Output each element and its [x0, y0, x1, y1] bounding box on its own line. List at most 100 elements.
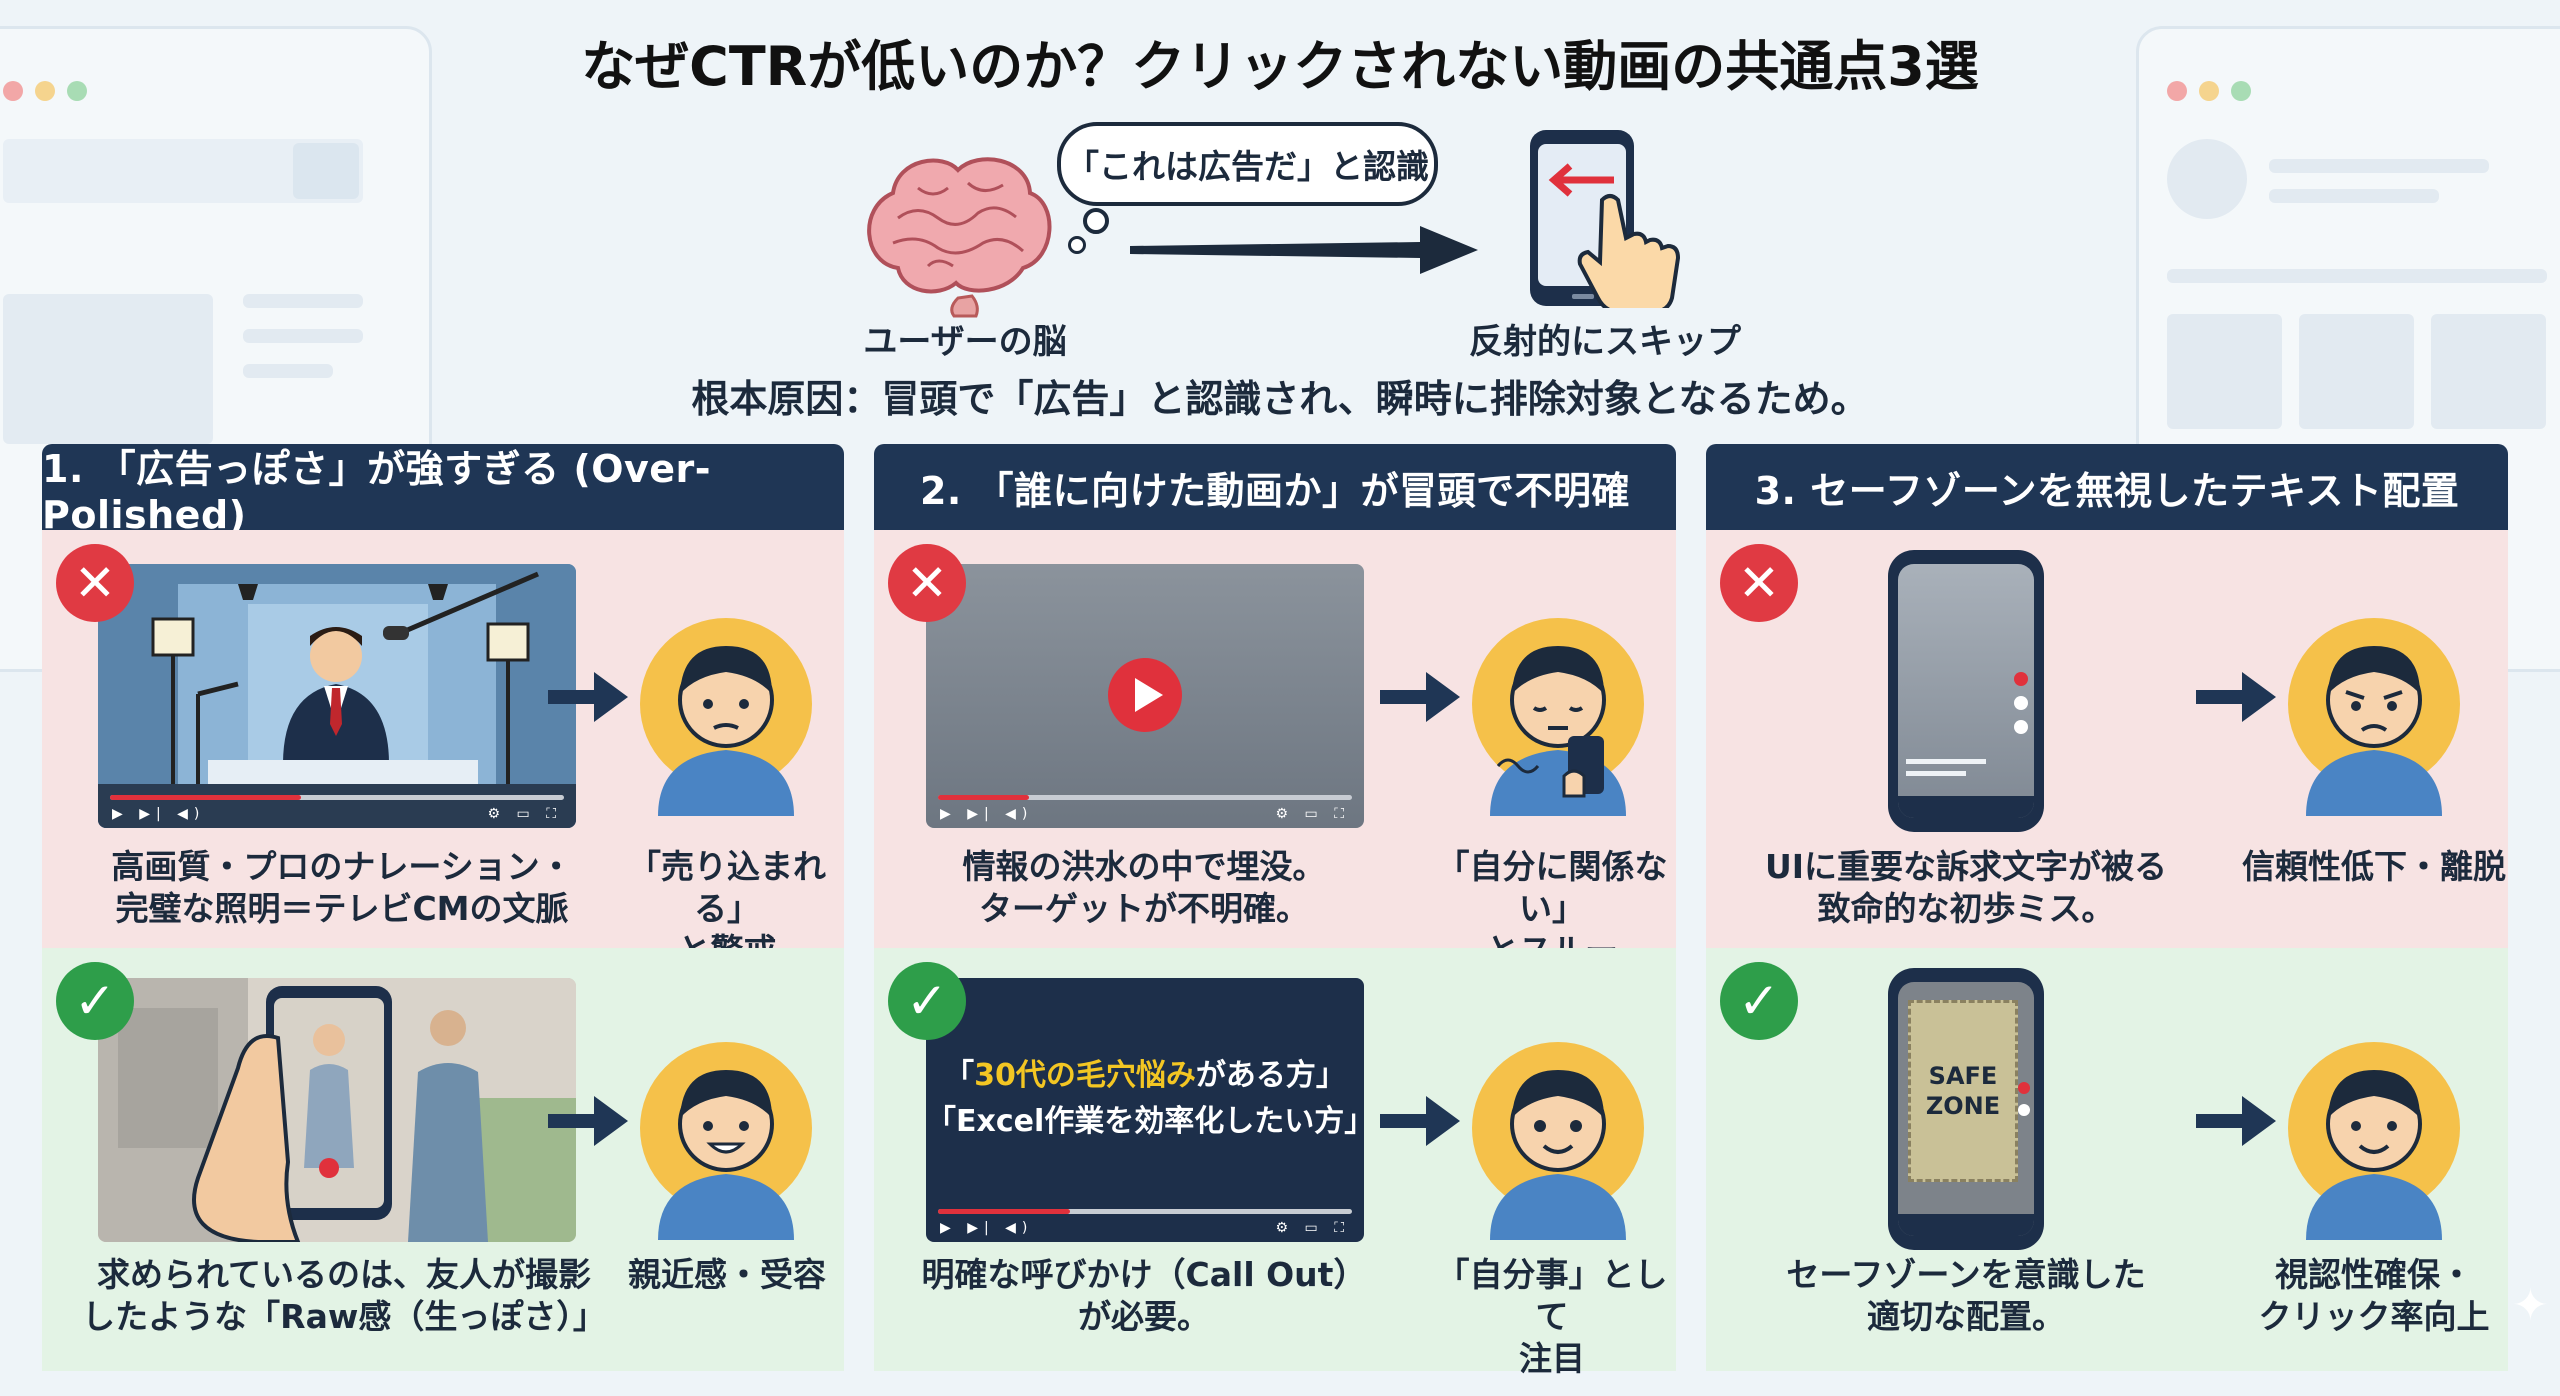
- result-arrow-icon: [2196, 1096, 2276, 1146]
- window-dot-yellow: [2199, 81, 2219, 101]
- smiling-person-icon: [640, 1042, 812, 1240]
- bad-x-icon: ✕: [1720, 544, 1798, 622]
- ghost-video-thumb: [3, 294, 213, 444]
- play-triangle: [1135, 678, 1163, 712]
- phone-screen: [1898, 564, 2034, 818]
- video-play-controls[interactable]: ▶ ▶| ◀): [940, 806, 1034, 822]
- ghost-search-icon: [293, 143, 359, 199]
- bubble-tail-dot: [1083, 208, 1109, 234]
- video-settings-controls[interactable]: ⚙ ▭ ⛶: [487, 806, 562, 822]
- bored-person-phone-icon: [1472, 618, 1644, 816]
- result-arrow-icon: [1380, 1096, 1460, 1146]
- satisfied-person-icon: [2288, 1042, 2460, 1240]
- ghost-text-line: [2269, 159, 2489, 173]
- bubble-tail-dot: [1068, 236, 1086, 254]
- play-button-icon[interactable]: [1108, 658, 1182, 732]
- good-description: 明確な呼びかけ（Call Out） が必要。: [921, 1255, 1367, 1336]
- ghost-text-line: [2269, 189, 2439, 203]
- bad-description: 高画質・プロのナレーション・ 完璧な照明＝テレビCMの文脈: [111, 847, 573, 928]
- column-unclear-target: 2. 「誰に向けた動画か」が冒頭で不明確 ▶ ▶| ◀) ⚙ ▭ ⛶ ✕ 情報の…: [874, 444, 1676, 1378]
- skip-caption: 反射的にスキップ: [1469, 322, 1741, 362]
- ui-nav-bar[interactable]: [1898, 796, 2034, 818]
- video-settings-controls[interactable]: ⚙ ▭ ⛶: [1275, 1220, 1350, 1236]
- result-arrow-icon: [548, 1096, 628, 1146]
- flow-arrow-icon: [1130, 226, 1478, 274]
- phone-safe-zone-mockup: SAFE ZONE: [1888, 968, 2044, 1250]
- call-out-open-bracket: 「: [944, 1058, 975, 1093]
- wary-person-icon: [640, 618, 812, 816]
- speech-bubble: 「これは広告だ」と認識: [1057, 122, 1438, 206]
- call-out-video-thumbnail: 「30代の毛穴悩みがある方」 「Excel作業を効率化したい方」 ▶ ▶| ◀)…: [926, 978, 1364, 1242]
- phone-swipe-icon: [1530, 130, 1681, 308]
- sparkle-icon: ✦: [2512, 1280, 2549, 1331]
- column-heading: 1. 「広告っぽさ」が強すぎる (Over-Polished): [42, 444, 844, 537]
- bad-example-panel: ▶ ▶| ◀) ⚙ ▭ ⛶ ✕ 高画質・プロのナレーション・ 完璧な照明＝テレビ…: [42, 530, 844, 970]
- ui-caption-line: [1906, 771, 1966, 776]
- ui-caption-line: [1906, 759, 1986, 764]
- video-play-controls[interactable]: ▶ ▶| ◀): [112, 806, 206, 822]
- studio-scene-illustration: [98, 564, 576, 828]
- ghost-text-line: [243, 329, 363, 343]
- call-out-rest: がある方」: [1195, 1058, 1346, 1093]
- ui-share-icon[interactable]: [2014, 720, 2028, 734]
- phone-screen: SAFE ZONE: [1898, 982, 2034, 1236]
- good-result: 親近感・受容: [628, 1255, 826, 1294]
- brain-caption: ユーザーの脳: [863, 322, 1067, 362]
- good-check-icon: ✓: [888, 962, 966, 1040]
- video-progress-fill: [938, 795, 1030, 800]
- bad-x-icon: ✕: [56, 544, 134, 622]
- video-progress-fill: [110, 795, 301, 800]
- column-heading: 2. 「誰に向けた動画か」が冒頭で不明確: [874, 444, 1676, 530]
- window-dot-red: [3, 81, 23, 101]
- ghost-text-line: [243, 294, 363, 308]
- call-out-highlight: 30代の毛穴悩み: [974, 1058, 1196, 1093]
- window-dot-yellow: [35, 81, 55, 101]
- video-settings-controls[interactable]: ⚙ ▭ ⛶: [1275, 806, 1350, 822]
- good-example-panel: ✓ 求められているのは、友人が撮影 したような「Raw感（生っぽさ）」 親近感・…: [42, 948, 844, 1371]
- selfie-scene-illustration: [98, 978, 576, 1242]
- good-example-panel: SAFE ZONE ✓ セーフゾーンを意識した 適切な配置。 視認性確保・ クリ…: [1706, 948, 2508, 1371]
- frowning-person-icon: [2288, 618, 2460, 816]
- root-cause-statement: 根本原因：冒頭で「広告」と認識され、瞬時に排除対象となるため。: [691, 377, 1869, 421]
- bad-description: UIに重要な訴求文字が被る 致命的な初歩ミス。: [1764, 847, 2168, 928]
- bad-result: 信頼性低下・離脱: [2242, 847, 2506, 886]
- brain-icon: [867, 157, 1052, 318]
- good-result: 「自分事」として 注目: [1436, 1255, 1668, 1378]
- bad-example-panel: ▶ ▶| ◀) ⚙ ▭ ⛶ ✕ 情報の洪水の中で埋没。 ターゲットが不明確。 「…: [874, 530, 1676, 970]
- ui-like-icon[interactable]: [2018, 1082, 2030, 1094]
- ui-comment-icon[interactable]: [2018, 1104, 2030, 1116]
- ui-comment-icon[interactable]: [2014, 696, 2028, 710]
- ghost-card: [2299, 314, 2414, 429]
- bad-x-icon: ✕: [888, 544, 966, 622]
- good-description: 求められているのは、友人が撮影 したような「Raw感（生っぽさ）」: [82, 1255, 606, 1336]
- phone-ui-overlap-mockup: [1888, 550, 2044, 832]
- ghost-text-line: [243, 364, 333, 378]
- column-safe-zone: 3. セーフゾーンを無視したテキスト配置 ✕ UIに重要な訴求文字が被る 致命的…: [1706, 444, 2508, 1371]
- call-out-line-2: 「Excel作業を効率化したい方」: [926, 1104, 1364, 1139]
- good-check-icon: ✓: [56, 962, 134, 1040]
- attentive-person-icon: [1472, 1042, 1644, 1240]
- safe-zone-label: SAFE ZONE: [1925, 1062, 2001, 1120]
- result-arrow-icon: [2196, 672, 2276, 722]
- ghost-text-line: [2167, 269, 2547, 283]
- tv-studio-thumbnail: ▶ ▶| ◀) ⚙ ▭ ⛶: [98, 564, 576, 828]
- video-progress-bar[interactable]: [938, 795, 1352, 800]
- video-play-controls[interactable]: ▶ ▶| ◀): [940, 1220, 1034, 1236]
- page-title: なぜCTRが低いのか？クリックされない動画の共通点3選: [581, 35, 1979, 98]
- result-arrow-icon: [1380, 672, 1460, 722]
- bad-example-panel: ✕ UIに重要な訴求文字が被る 致命的な初歩ミス。 信頼性低下・離脱: [1706, 530, 2508, 948]
- good-check-icon: ✓: [1720, 962, 1798, 1040]
- ui-nav-bar[interactable]: [1898, 1214, 2034, 1236]
- safe-zone-area: SAFE ZONE: [1908, 1000, 2018, 1182]
- raw-selfie-thumbnail: [98, 978, 576, 1242]
- result-arrow-icon: [548, 672, 628, 722]
- video-progress-bar[interactable]: [938, 1209, 1352, 1214]
- video-progress-bar[interactable]: [110, 795, 564, 800]
- ui-like-icon[interactable]: [2014, 672, 2028, 686]
- ghost-card: [2167, 314, 2282, 429]
- call-out-line-1: 「30代の毛穴悩みがある方」: [926, 1050, 1364, 1094]
- column-over-polished: 1. 「広告っぽさ」が強すぎる (Over-Polished): [42, 444, 844, 1371]
- column-heading: 3. セーフゾーンを無視したテキスト配置: [1706, 444, 2508, 530]
- window-dot-red: [2167, 81, 2187, 101]
- bad-description: 情報の洪水の中で埋没。 ターゲットが不明確。: [962, 847, 1326, 928]
